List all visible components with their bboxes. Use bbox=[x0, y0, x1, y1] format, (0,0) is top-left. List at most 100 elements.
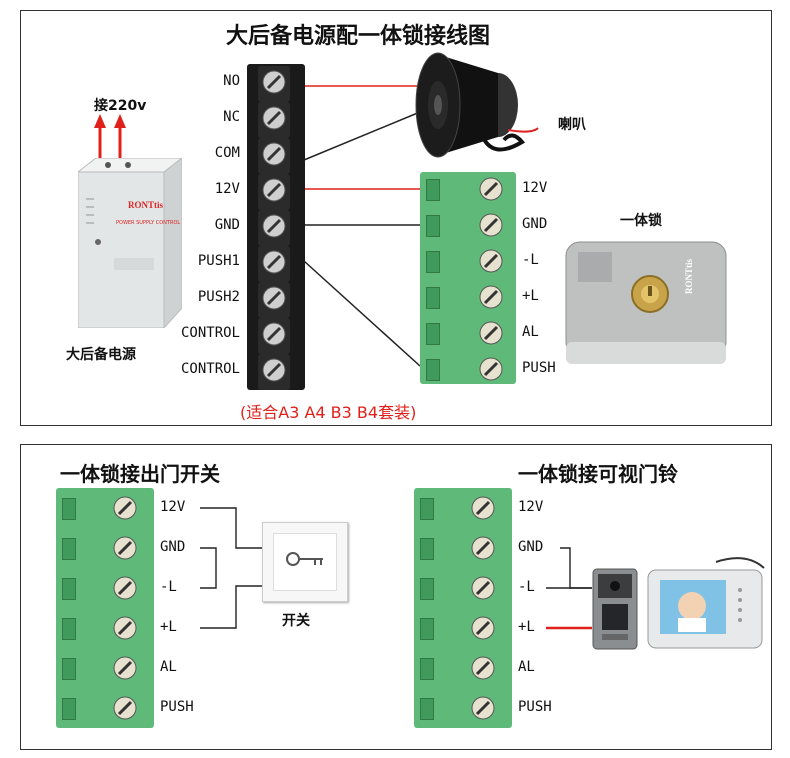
terminal-screw bbox=[258, 318, 290, 354]
terminal-clip bbox=[62, 618, 76, 640]
screw-icon bbox=[113, 536, 137, 560]
screw-icon bbox=[471, 696, 495, 720]
terminal-label: NC bbox=[223, 109, 240, 125]
screw-icon bbox=[471, 656, 495, 680]
terminal-label: PUSH bbox=[518, 699, 552, 715]
terminal-label: -L bbox=[522, 252, 539, 268]
terminal-clip bbox=[426, 251, 440, 273]
terminal-label: GND bbox=[518, 539, 544, 555]
speaker-caption: 喇叭 bbox=[558, 117, 586, 133]
terminal-clip bbox=[420, 658, 434, 680]
terminal-screw bbox=[478, 176, 504, 206]
doorbell-camera-icon bbox=[592, 568, 638, 650]
screw-icon bbox=[471, 536, 495, 560]
terminal-screw bbox=[478, 284, 504, 314]
terminal-clip bbox=[420, 578, 434, 600]
video-monitor-icon bbox=[647, 557, 765, 649]
terminal-label: COM bbox=[214, 145, 240, 161]
screw-icon bbox=[471, 576, 495, 600]
terminal-label: AL bbox=[522, 324, 539, 340]
power-brand: RONTtis bbox=[128, 200, 164, 210]
terminal-screw bbox=[258, 354, 290, 390]
screw-icon bbox=[479, 285, 503, 309]
screw-icon bbox=[471, 616, 495, 640]
terminal-screw bbox=[112, 535, 138, 565]
terminal-screw bbox=[478, 320, 504, 350]
screw-icon bbox=[262, 250, 286, 274]
terminal-label: GND bbox=[160, 539, 186, 555]
terminal-screw bbox=[112, 615, 138, 645]
terminal-screw bbox=[258, 282, 290, 318]
terminal-label: AL bbox=[160, 659, 177, 675]
terminal-screw bbox=[258, 138, 290, 174]
terminal-screw bbox=[258, 174, 290, 210]
terminal-clip bbox=[426, 287, 440, 309]
terminal-label: +L bbox=[518, 619, 535, 635]
terminal-label: PUSH1 bbox=[197, 253, 240, 269]
terminal-label: GND bbox=[214, 217, 240, 233]
video-monitor bbox=[646, 556, 766, 650]
kit-note: (适合A3 A4 B3 B4套装) bbox=[240, 403, 417, 422]
terminal-clip bbox=[62, 538, 76, 560]
terminal-clip bbox=[62, 658, 76, 680]
screw-icon bbox=[262, 142, 286, 166]
screw-icon bbox=[113, 616, 137, 640]
terminal-screw bbox=[258, 102, 290, 138]
terminal-screw bbox=[470, 575, 496, 605]
doorbell-terminal-block bbox=[414, 488, 512, 728]
terminal-screw bbox=[112, 495, 138, 525]
terminal-screw bbox=[258, 66, 290, 102]
terminal-screw bbox=[470, 535, 496, 565]
speaker-icon bbox=[415, 52, 539, 158]
screw-icon bbox=[479, 249, 503, 273]
exit-switch bbox=[262, 522, 348, 602]
integrated-lock: RONTtis bbox=[562, 238, 732, 370]
terminal-label: PUSH bbox=[522, 360, 556, 376]
screw-icon bbox=[113, 496, 137, 520]
doorbell-camera bbox=[592, 568, 638, 650]
terminal-clip bbox=[62, 498, 76, 520]
screw-icon bbox=[479, 213, 503, 237]
screw-icon bbox=[113, 696, 137, 720]
terminal-label: NO bbox=[223, 73, 240, 89]
terminal-label: PUSH2 bbox=[197, 289, 240, 305]
terminal-screw bbox=[470, 655, 496, 685]
terminal-clip bbox=[420, 538, 434, 560]
screw-icon bbox=[262, 358, 286, 382]
top-wiring-lines bbox=[94, 85, 421, 367]
power-supply-icon bbox=[76, 156, 184, 330]
screw-icon bbox=[113, 656, 137, 680]
screw-icon bbox=[471, 496, 495, 520]
terminal-label: 12V bbox=[522, 180, 548, 196]
screw-icon bbox=[479, 177, 503, 201]
terminal-clip bbox=[426, 359, 440, 381]
exit-terminal-block bbox=[56, 488, 154, 728]
power-input-label: 接220v bbox=[94, 98, 147, 114]
terminal-label: CONTROL bbox=[180, 361, 240, 377]
switch-caption: 开关 bbox=[282, 613, 310, 629]
lock-icon bbox=[565, 241, 727, 364]
screw-icon bbox=[262, 214, 286, 238]
terminal-clip bbox=[426, 323, 440, 345]
terminal-screw bbox=[478, 248, 504, 278]
terminal-screw bbox=[258, 210, 290, 246]
power-supply-box: RONTtis POWER SUPPLY CONTROL bbox=[76, 156, 184, 330]
power-supply-caption: 大后备电源 bbox=[66, 347, 136, 363]
power-box-text: POWER SUPPLY CONTROL bbox=[116, 220, 181, 226]
terminal-screw bbox=[258, 246, 290, 282]
screw-icon bbox=[479, 321, 503, 345]
terminal-clip bbox=[420, 698, 434, 720]
screw-icon bbox=[262, 178, 286, 202]
lock-terminal-block bbox=[420, 172, 516, 384]
terminal-clip bbox=[420, 618, 434, 640]
terminal-clip bbox=[426, 179, 440, 201]
terminal-label: PUSH bbox=[160, 699, 194, 715]
terminal-clip bbox=[62, 578, 76, 600]
terminal-label: 12V bbox=[518, 499, 544, 515]
terminal-screw bbox=[112, 695, 138, 725]
screw-icon bbox=[262, 70, 286, 94]
screw-icon bbox=[113, 576, 137, 600]
terminal-label: CONTROL bbox=[180, 325, 240, 341]
terminal-label: +L bbox=[522, 288, 539, 304]
